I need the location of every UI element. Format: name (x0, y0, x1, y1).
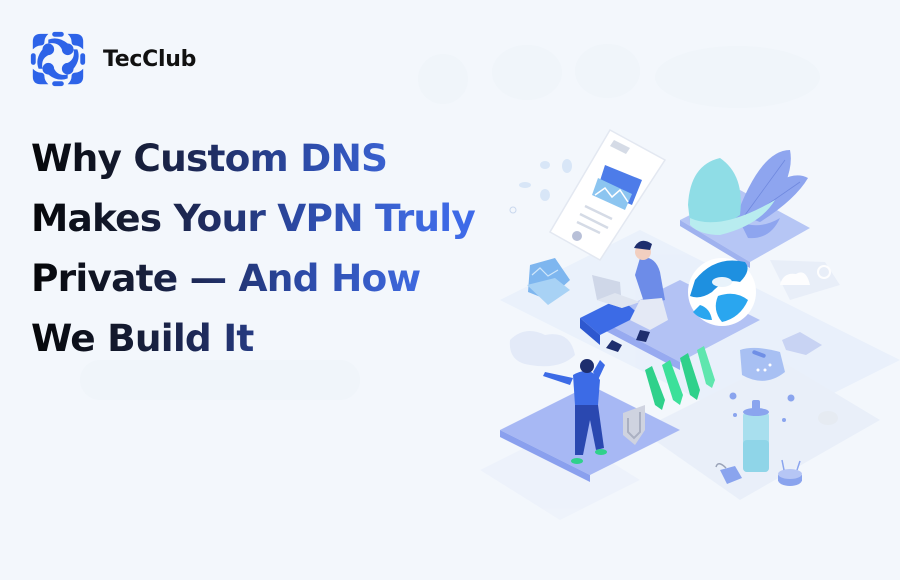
cloud-icon (770, 260, 840, 300)
title-line-2: Makes Your VPN Truly (31, 188, 511, 248)
tile-shapes (740, 332, 822, 381)
vpn-dns-illustration (480, 128, 900, 520)
shield-icon (623, 405, 645, 445)
brand[interactable]: TecClub (27, 28, 196, 90)
title-line-4: We Build It (31, 308, 511, 368)
background-blob (80, 360, 360, 400)
stool-icon (778, 459, 802, 486)
bottle-icon (743, 400, 769, 472)
title-line-3: Private — And How (31, 248, 511, 308)
title-line-1: Why Custom DNS (31, 128, 511, 188)
brand-name: TecClub (103, 46, 197, 72)
background-blob (418, 54, 468, 104)
connected-nodes-logo-icon (30, 31, 86, 87)
decorative-dots (729, 392, 838, 425)
background-blob (655, 46, 820, 108)
background-blob (575, 44, 640, 98)
person-with-laptop (580, 240, 760, 370)
folder-icon (527, 258, 570, 305)
green-arrow-bars (645, 346, 715, 410)
gift-box-icon (715, 463, 742, 484)
phone-screen-icon (548, 128, 667, 261)
floating-shapes (509, 159, 572, 214)
leaf-plant (680, 150, 810, 268)
globe-icon (688, 258, 756, 326)
background-blob (492, 45, 562, 100)
person-standing (500, 331, 680, 482)
page-title: Why Custom DNS Makes Your VPN Truly Priv… (31, 128, 511, 368)
